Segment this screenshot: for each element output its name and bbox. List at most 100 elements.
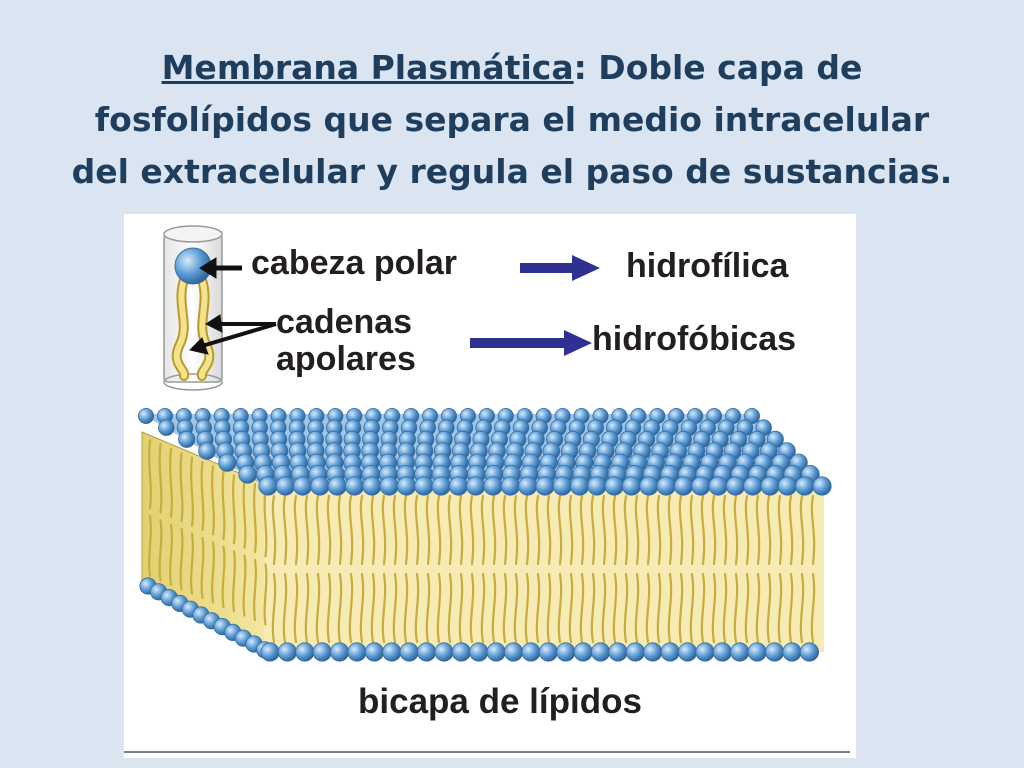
lipid-head [277,642,297,662]
lipid-tail [634,572,640,644]
lipid-tail [777,494,783,566]
lipid-head [364,642,384,662]
lipid-head [483,476,503,496]
lipid-tail [623,572,629,644]
lipid-tail [799,572,805,644]
lipid-head [293,476,313,496]
lipid-tail [211,465,215,536]
lipid-tail [293,494,299,566]
membrane-diagram-panel: cabeza polar cadenas apolares hidrofílic… [124,214,856,758]
lipid-tail [221,469,226,540]
lipid-head [178,430,196,448]
lipid-tail [689,572,695,644]
tail-property-arrow [470,330,592,356]
lipid-tail [579,572,585,644]
lipid-tail [326,494,332,566]
lipid-head [260,642,280,662]
title-line2: fosfolípidos que separa el medio intrace… [94,100,930,139]
tail-property-label: hidrofóbicas [592,320,797,358]
lipid-tail [242,478,247,549]
lipid-tail [348,494,354,566]
lipid-head [556,642,576,662]
lipid-head [521,642,541,662]
lipid-tail [546,494,552,566]
lipid-tail [535,572,541,644]
lipid-head [656,476,676,496]
lipid-tail [436,572,442,644]
title-line1-rest: : Doble capa de [573,48,863,87]
lipid-head [137,407,154,424]
lipid-head [573,642,593,662]
lipid-tail [601,572,607,644]
lipid-head [310,476,330,496]
lipid-tail [513,572,519,644]
lipid-tail [777,572,783,644]
lipid-head [382,642,402,662]
lipid-head [451,642,471,662]
lipid-tail [282,572,288,644]
lipid-tail [263,487,268,558]
lipid-tail [447,572,453,644]
lipid-tail [645,572,651,644]
lipid-tail [304,494,310,566]
lipid-head [812,476,832,496]
lipid-tail [590,494,596,566]
lipid-head [414,476,434,496]
lipid-tail [502,572,508,644]
lipid-tail [359,572,365,644]
lipid-head [677,642,698,662]
head-label: cabeza polar [251,244,457,282]
lipid-head [486,642,506,662]
lipid-tail [200,460,205,532]
lipid-tail [612,572,618,644]
lipid-tail [480,494,486,566]
title-line3: del extracelular y regula el paso de sus… [71,152,953,191]
lipid-tail [148,438,152,510]
lipid-tail [148,514,152,578]
lipid-head [503,642,524,662]
lipid-tail [326,572,332,644]
lipid-tail [788,572,794,644]
lipid-tail [700,572,706,644]
lipid-head [795,476,815,496]
lipid-tail [810,572,816,644]
lipid-tail [381,494,387,566]
lipid-tail [590,572,596,644]
lipid-tail [315,572,321,644]
lipid-tail [755,572,761,644]
lipid-head [660,642,680,662]
lipid-head [198,442,216,460]
lipid-tail [271,572,277,644]
lipid-tail [634,494,640,566]
lipid-head [730,642,750,662]
lipid-tail [158,519,163,582]
lipid-tail [392,494,398,566]
lipid-head [466,476,486,496]
lipid-head [500,476,520,496]
lipid-tail [766,572,772,644]
lipid-head [396,476,417,496]
lipid-head [538,642,558,662]
lipid-tail [810,494,816,566]
lipid-tail [403,572,409,644]
lipid-tail [179,452,184,523]
lipid-tail [242,554,247,617]
lipid-tail [392,572,398,644]
lipid-head [747,642,767,662]
lipid-tail [190,532,194,595]
lipid-tail [601,494,607,566]
lipid-tail [211,541,215,604]
lipid-tail [263,563,268,626]
lipid-tail [253,482,257,554]
lipid-tail [568,572,574,644]
lipid-tail [179,528,184,591]
lipid-tail [458,572,464,644]
lipid-tail [788,494,794,566]
lipid-tail [744,494,750,566]
lipid-head [158,419,175,436]
lipid-tail [414,494,420,566]
lipid-tail [667,494,673,566]
lipid-head [330,642,350,662]
lipid-head [218,453,237,472]
lipid-bilayer [137,407,832,662]
